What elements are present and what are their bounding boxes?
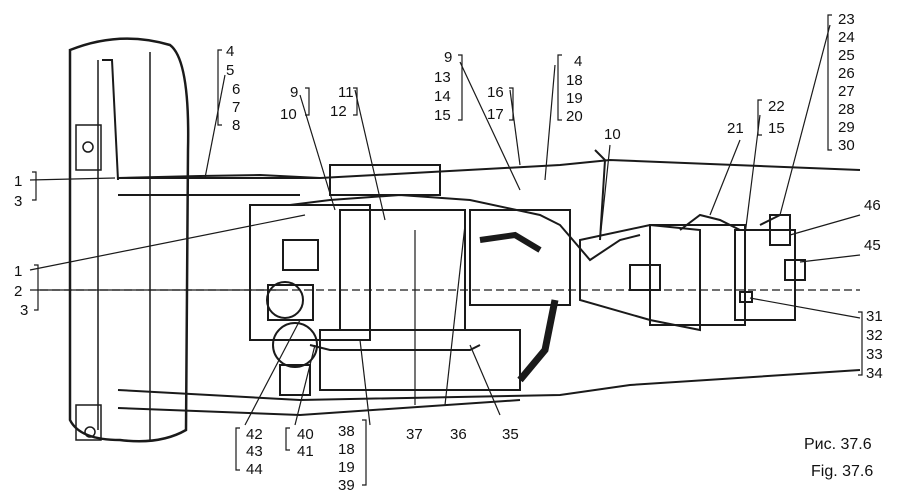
callout-label: 34 <box>866 365 883 382</box>
callout-label: 30 <box>838 137 855 154</box>
callout-label: 35 <box>502 426 519 443</box>
callout-label: 42 <box>246 426 263 443</box>
callout-label: 19 <box>338 459 355 476</box>
callout-label: 46 <box>864 197 881 214</box>
callout-label: 39 <box>338 477 355 494</box>
engine-block <box>249 164 571 396</box>
callout-label: 28 <box>838 101 855 118</box>
callout-label: 33 <box>866 346 883 363</box>
callout-label: 6 <box>232 81 241 98</box>
leader-lines <box>29 24 861 426</box>
callout-label: 45 <box>864 237 881 254</box>
callout-label: 18 <box>338 441 355 458</box>
callout-label: 22 <box>768 98 785 115</box>
callout-label: 5 <box>226 62 235 79</box>
callout-label: 43 <box>246 443 263 460</box>
callout-label: 9 <box>444 49 453 66</box>
cab-outline <box>68 37 190 443</box>
callout-label: 44 <box>246 461 263 478</box>
callout-label: 18 <box>566 72 583 89</box>
callout-label: 17 <box>487 106 504 123</box>
callout-label: 27 <box>838 83 855 100</box>
callout-label: 4 <box>574 53 583 70</box>
callout-label: 11 <box>338 84 354 101</box>
callout-label: 7 <box>232 99 241 116</box>
callout-label: 13 <box>434 69 451 86</box>
figure-caption-ru: Рис. 37.6 <box>804 436 872 453</box>
callout-label: 1 <box>14 173 23 190</box>
callout-label: 29 <box>838 119 855 136</box>
callout-label: 2 <box>14 283 23 300</box>
callout-label: 25 <box>838 47 855 64</box>
gearbox <box>579 214 806 332</box>
wiring-harness <box>117 149 781 351</box>
callout-label: 10 <box>280 106 297 123</box>
callout-label: 32 <box>866 327 883 344</box>
callout-label: 19 <box>566 90 583 107</box>
callout-label: 38 <box>338 423 355 440</box>
callout-label: 14 <box>434 88 451 105</box>
callout-label: 3 <box>20 302 29 319</box>
callout-label: 16 <box>487 84 504 101</box>
callout-label: 37 <box>406 426 423 443</box>
callout-label: 36 <box>450 426 467 443</box>
callout-label: 20 <box>566 108 583 125</box>
callout-label: 10 <box>604 126 621 143</box>
callout-label: 3 <box>14 193 23 210</box>
callout-label: 8 <box>232 117 241 134</box>
callout-label: 12 <box>330 103 347 120</box>
callout-label: 9 <box>290 84 299 101</box>
callout-label: 15 <box>768 120 785 137</box>
callout-label: 40 <box>297 426 314 443</box>
callout-label: 26 <box>838 65 855 82</box>
callout-brackets <box>32 14 863 486</box>
callout-label: 41 <box>297 443 314 460</box>
callout-label: 21 <box>727 120 744 137</box>
callout-label: 31 <box>866 308 883 325</box>
callout-label: 24 <box>838 29 855 46</box>
callout-label: 23 <box>838 11 855 28</box>
figure-caption-en: Fig. 37.6 <box>811 463 874 480</box>
callout-label: 15 <box>434 107 451 124</box>
callout-label: 4 <box>226 43 235 60</box>
callout-label: 1 <box>14 263 23 280</box>
